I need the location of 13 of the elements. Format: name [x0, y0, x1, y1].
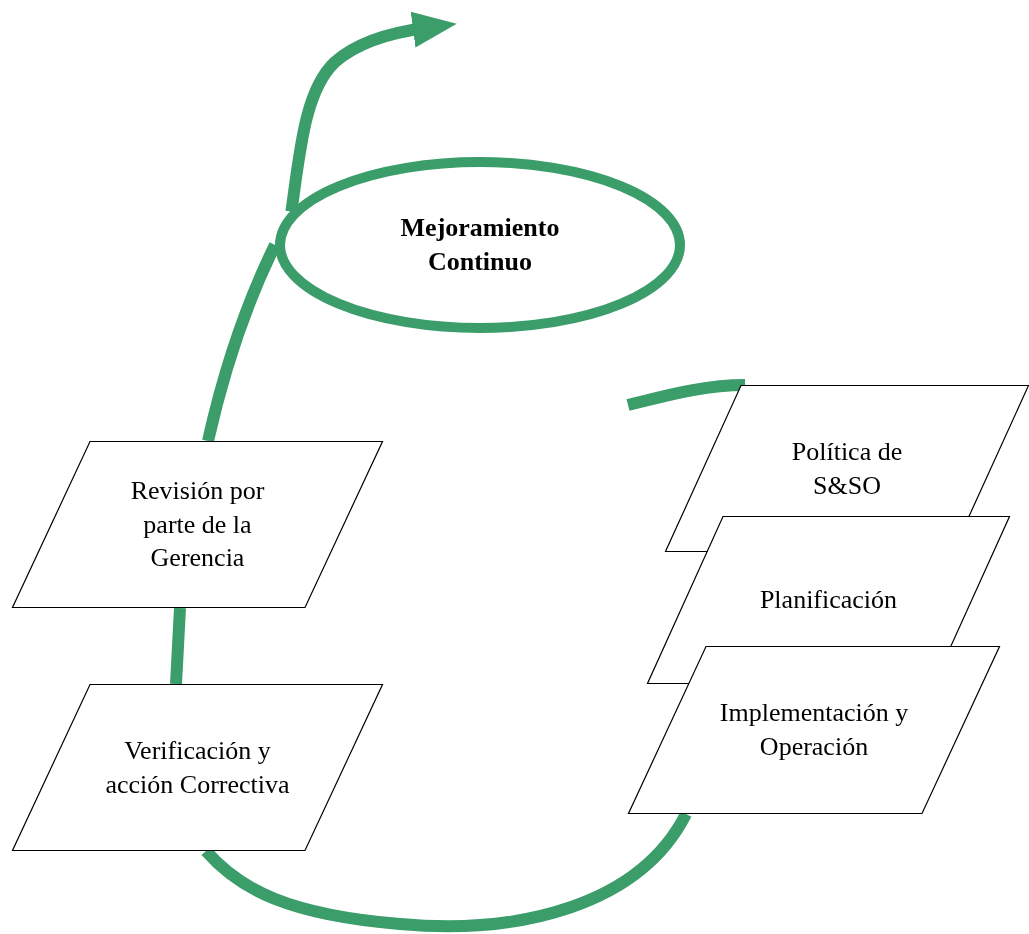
node-label: Política de S&SO: [790, 435, 904, 502]
ellipse-node: [275, 157, 685, 333]
node-label: Verificación y acción Correctiva: [105, 734, 290, 801]
node-label: Revisión por parte de la Gerencia: [129, 474, 266, 575]
process-parallelogram: [12, 684, 383, 851]
connector-line: [170, 607, 186, 685]
node-label: Implementación y Operación: [718, 697, 910, 763]
process-parallelogram: [628, 646, 1000, 814]
connector-line: [626, 379, 746, 411]
node-label: Planificación: [758, 584, 899, 617]
process-parallelogram: [12, 441, 383, 608]
node-label: Mejoramiento Continuo: [399, 212, 561, 278]
arrow: [285, 11, 457, 213]
